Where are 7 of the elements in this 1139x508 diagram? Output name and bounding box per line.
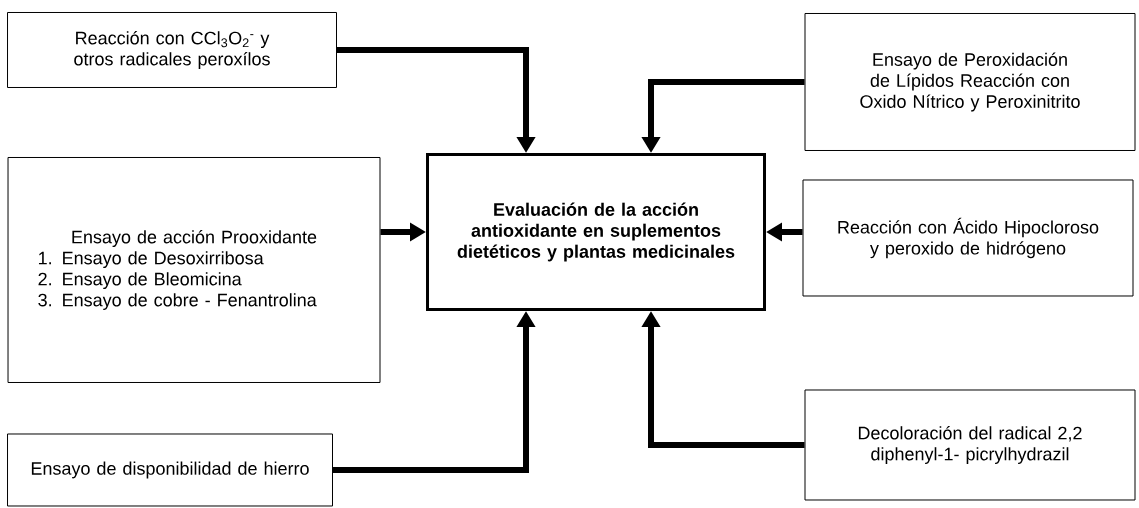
process-box: Ensayo de acción Prooxidante 1. Ensayo de Desoxirribosa 2. Ensayo de Bleomicina 3. Ensayo de cobre - Fenantrolina	[7, 157, 381, 383]
process-box: Reacción con CCl$_{3}$O$_{2}$$^{-}$ y otros radicales peroxílos	[7, 12, 337, 88]
main-box: Evaluación de la acción antioxidante en suplementos dietéticos y plantas medicinales	[426, 153, 766, 311]
process-box: Ensayo de Peroxidación de Lípidos Reacción con Oxido Nítrico y Peroxinitrito	[804, 13, 1136, 151]
process-box: Ensayo de disponibilidad de hierro	[7, 433, 333, 507]
process-box: Decoloración del radical 2,2 diphenyl-1- picrylhydrazil	[804, 389, 1136, 501]
process-box: Reacción con Ácido Hipocloroso y peroxido de hidrógeno	[802, 179, 1134, 297]
